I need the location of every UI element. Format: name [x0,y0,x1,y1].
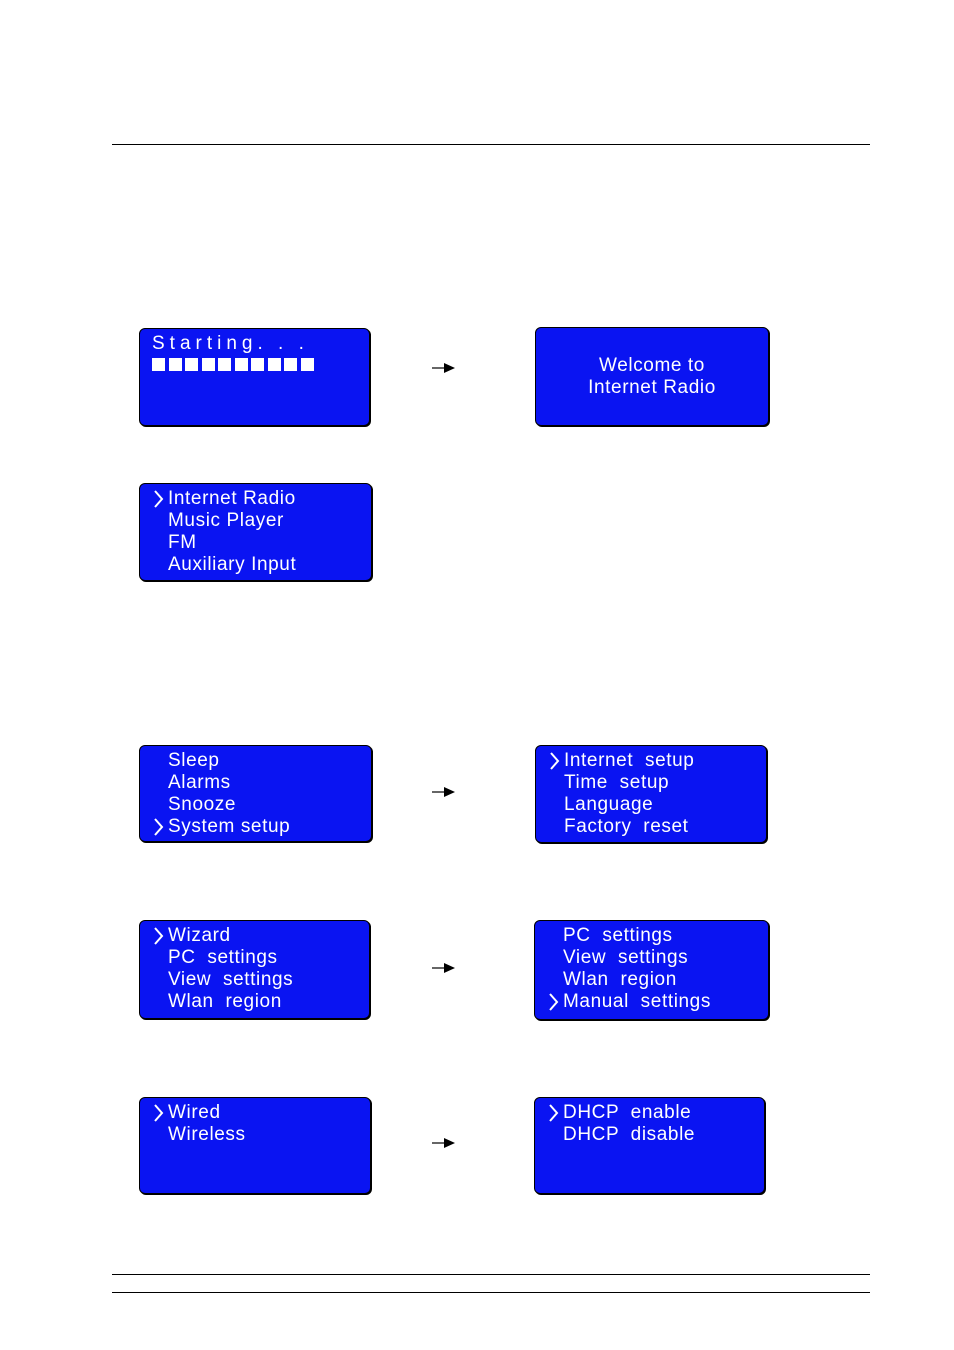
menu-item-label: DHCP enable [563,1102,692,1123]
menu-item-label: DHCP disable [563,1124,696,1145]
chevron-right-icon [549,993,559,1011]
progress-block [152,358,165,371]
starting-text: Starting. . . [152,333,309,354]
menu-item-label: Auxiliary Input [168,554,297,575]
arrow-right-icon [432,787,455,797]
menu-item-label: View settings [168,969,294,990]
footer-rule-top [112,1274,870,1275]
menu-item-label: Snooze [168,794,237,815]
progress-block [251,358,264,371]
menu-item-label: Factory reset [564,816,689,837]
menu-item-label: Sleep [168,750,220,771]
chevron-right-icon [154,818,164,836]
welcome-line-2: Internet Radio [588,377,716,398]
menu-item-label: System setup [168,816,291,837]
menu-item-label: View settings [563,947,689,968]
arrow-right-icon [432,1138,455,1148]
progress-block [168,358,182,371]
arrow-right-icon [432,363,455,373]
progress-blocks [152,358,314,371]
chevron-right-icon [154,1104,164,1122]
welcome-line-1: Welcome to [599,355,705,376]
menu-item-label: Wired [168,1102,221,1123]
chevron-right-icon [550,752,560,770]
progress-block [300,358,314,371]
arrow-right-icon [432,963,455,973]
chevron-right-icon [154,927,164,945]
menu-item-label: Internet setup [564,750,695,771]
menu-item-label: Alarms [168,772,231,793]
progress-block [185,358,198,371]
lcd-welcome-screen: Welcome to Internet Radio [535,327,769,426]
chevron-right-icon [549,1104,559,1122]
menu-item-label: Wlan region [168,991,282,1012]
lcd-starting-screen: Starting. . . [139,328,370,426]
menu-item-label: Internet Radio [168,488,296,509]
menu-item-label: Wizard [168,925,231,946]
progress-block [218,358,231,371]
progress-block [234,358,248,371]
menu-item-label: PC settings [563,925,673,946]
menu-item-label: Wlan region [563,969,677,990]
menu-item-label: Music Player [168,510,284,531]
menu-item-label: Manual settings [563,991,711,1012]
footer-rule-bottom [112,1292,870,1293]
header-rule [112,144,870,145]
progress-block [284,358,297,371]
menu-item-label: Language [564,794,654,815]
progress-block [201,358,215,371]
progress-block [267,358,281,371]
menu-item-label: FM [168,532,197,553]
chevron-right-icon [154,490,164,508]
menu-item-label: Time setup [564,772,670,793]
menu-item-label: Wireless [168,1124,246,1145]
menu-item-label: PC settings [168,947,278,968]
